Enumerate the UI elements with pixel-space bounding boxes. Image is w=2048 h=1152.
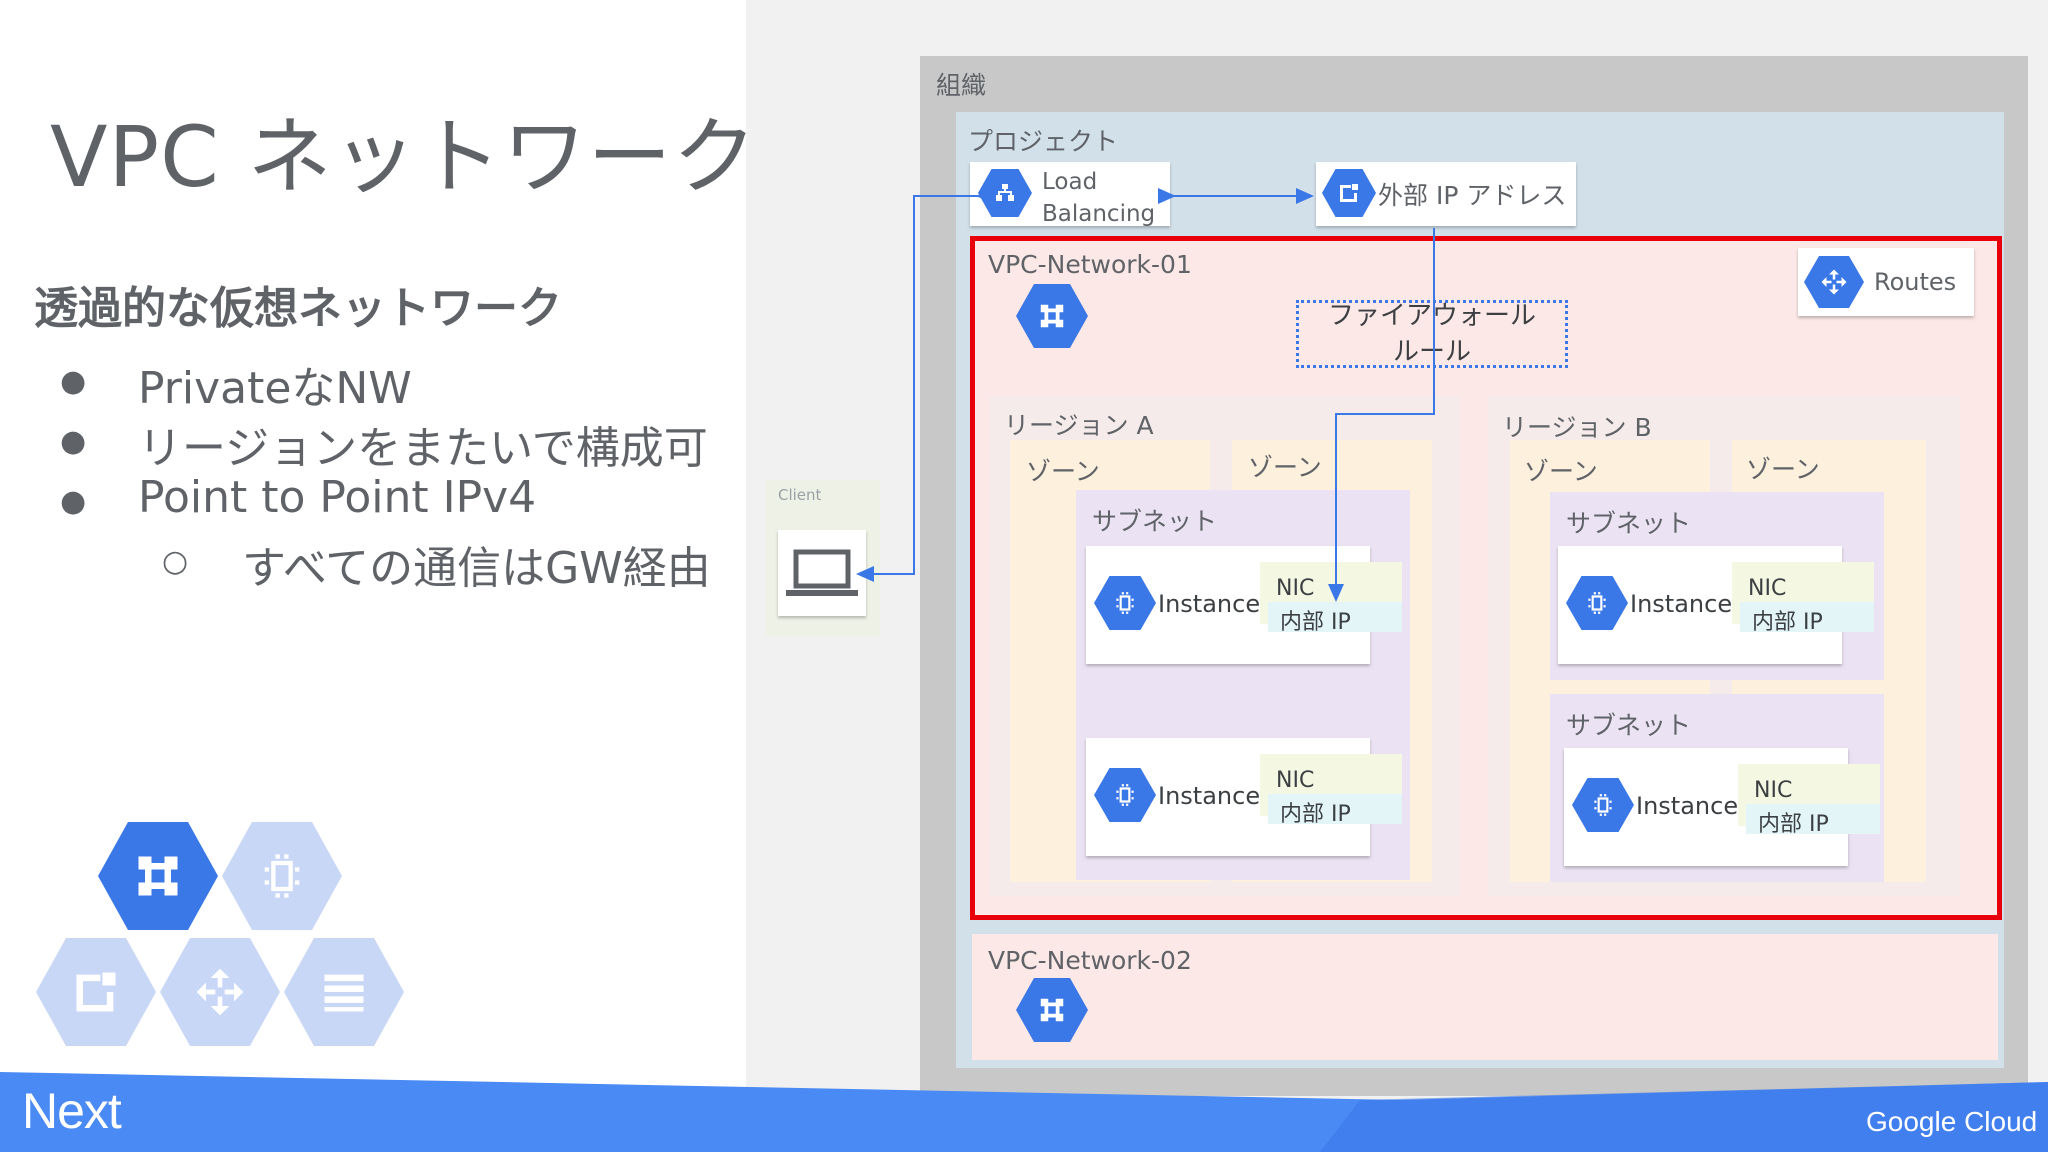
- project-label: プロジェクト: [968, 127, 1119, 156]
- bullet-text: すべての通信はGW経由: [242, 543, 711, 594]
- external-ip-card[interactable]: 外部 IP アドレス: [1316, 162, 1576, 226]
- subnet-label: サブネット: [1092, 507, 1218, 536]
- instance-card[interactable]: Instance NIC 内部 IP: [1086, 738, 1402, 856]
- subnet-label: サブネット: [1566, 711, 1692, 740]
- organization-label: 組織: [936, 71, 987, 100]
- internal-ip-box: [1268, 602, 1402, 632]
- instance-card[interactable]: Instance NIC 内部 IP: [1558, 546, 1874, 664]
- internal-ip-label: 内部 IP: [1752, 610, 1823, 635]
- subheading: 透過的な仮想ネットワーク: [34, 283, 562, 334]
- next-logo: Next: [22, 1083, 122, 1139]
- zone-label: ゾーン: [1524, 457, 1598, 486]
- footer-band: [0, 1072, 2048, 1152]
- internal-ip-box: [1746, 804, 1880, 834]
- internal-ip-label: 内部 IP: [1280, 610, 1351, 635]
- vpc-network-icon: [98, 822, 218, 930]
- external-ip-icon: [1322, 169, 1376, 217]
- slide-title: VPC ネットワーク: [50, 108, 758, 206]
- load-balancing-icon: [978, 169, 1032, 217]
- google-cloud-logo: Google Cloud: [1866, 1106, 2038, 1137]
- nic-label: NIC: [1276, 576, 1315, 601]
- bullet-item: ● リージョンをまたいで構成可: [60, 412, 760, 474]
- internal-ip-label: 内部 IP: [1758, 812, 1829, 837]
- instance-label: Instance: [1158, 590, 1261, 618]
- routes-card[interactable]: Routes: [1798, 248, 1974, 316]
- compute-engine-icon: [1094, 768, 1156, 822]
- external-ip-label: 外部 IP アドレス: [1378, 181, 1567, 210]
- subnet-label: サブネット: [1566, 509, 1692, 538]
- nic-label: NIC: [1276, 768, 1315, 793]
- vpc-network-01-label: VPC-Network-01: [988, 250, 1192, 279]
- instance-label: Instance: [1630, 590, 1733, 618]
- external-ip-icon: [36, 938, 156, 1046]
- zone-label: ゾーン: [1248, 453, 1322, 482]
- nic-label: NIC: [1754, 778, 1793, 803]
- routes-icon: [160, 938, 280, 1046]
- vpc-network-02-label: VPC-Network-02: [988, 946, 1192, 975]
- load-balancing-card[interactable]: Load Balancing: [970, 162, 1170, 227]
- bullet-marker: ●: [60, 484, 87, 519]
- firewall-label-line1: ファイアウォール: [1327, 301, 1536, 331]
- bullet-item: ● Point to Point IPv4: [60, 472, 760, 528]
- firewall-label-line2: ルール: [1392, 337, 1471, 367]
- client-label: Client: [778, 486, 822, 504]
- routes-icon: [1804, 256, 1864, 308]
- instance-label: Instance: [1158, 782, 1261, 810]
- compute-engine-icon: [1572, 778, 1634, 832]
- firewall-icon: [284, 938, 404, 1046]
- load-balancing-label-line1: Load: [1042, 169, 1098, 195]
- internal-ip-label: 内部 IP: [1280, 802, 1351, 827]
- internal-ip-box: [1268, 794, 1402, 824]
- load-balancing-label-line2: Balancing: [1042, 201, 1156, 227]
- bullet-item: ● PrivateなNW: [60, 352, 760, 414]
- laptop-icon: [786, 549, 858, 596]
- sub-bullet-item: ○ すべての通信はGW経由: [162, 532, 762, 594]
- routes-label: Routes: [1874, 268, 1957, 296]
- compute-engine-icon: [1566, 576, 1628, 630]
- bullet-text: リージョンをまたいで構成可: [138, 423, 708, 474]
- region-a-label: リージョン A: [1004, 411, 1154, 440]
- nic-label: NIC: [1748, 576, 1787, 601]
- client-device[interactable]: [778, 530, 866, 616]
- compute-engine-icon: [1094, 576, 1156, 630]
- bullet-marker: ●: [60, 424, 87, 459]
- zone-label: ゾーン: [1746, 455, 1820, 484]
- bullet-marker: ●: [60, 364, 87, 399]
- zone-label: ゾーン: [1026, 457, 1100, 486]
- instance-label: Instance: [1636, 792, 1739, 820]
- bullet-text: Point to Point IPv4: [138, 472, 537, 523]
- compute-engine-icon: [222, 822, 342, 930]
- internal-ip-box: [1740, 602, 1874, 632]
- instance-card[interactable]: Instance NIC 内部 IP: [1564, 748, 1880, 866]
- vpc-network-02-box: [972, 934, 1998, 1060]
- bullet-text: PrivateなNW: [138, 363, 412, 414]
- region-b-label: リージョン B: [1502, 413, 1652, 442]
- bullet-marker: ○: [162, 544, 189, 579]
- instance-card[interactable]: Instance NIC 内部 IP: [1086, 546, 1402, 664]
